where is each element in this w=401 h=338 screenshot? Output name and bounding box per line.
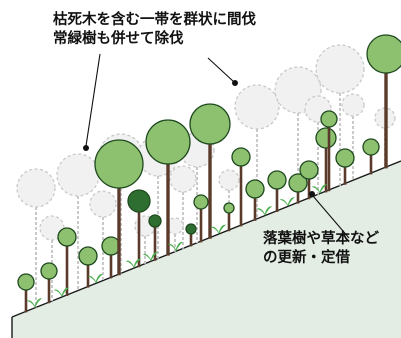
- removed-tree-canopy: [234, 84, 280, 130]
- kept-tree-canopy: [189, 103, 231, 145]
- sprout-icon: [256, 206, 273, 216]
- kept-tree-canopy: [315, 127, 337, 149]
- sprout-icon: [142, 251, 159, 262]
- leader-dot: [309, 191, 315, 197]
- sprout-icon: [26, 298, 43, 308]
- sprout-icon: [311, 184, 328, 194]
- kept-tree-canopy: [362, 138, 380, 156]
- hillside: [12, 161, 401, 338]
- sprout-icon: [125, 258, 142, 269]
- sprout-icon: [279, 197, 296, 207]
- kept-tree-canopy: [320, 110, 338, 128]
- kept-tree-canopy: [299, 160, 319, 180]
- thinning-annotation: 枯死木を含む一帯を群状に間伐 常緑樹も併せて除伐: [53, 11, 256, 49]
- kept-tree-canopy: [231, 147, 251, 167]
- leader-dot: [83, 145, 89, 151]
- kept-tree-canopy: [148, 214, 162, 228]
- regeneration-annotation-line-2: の更新・定借: [263, 250, 350, 266]
- kept-tree-canopy: [40, 262, 58, 280]
- kept-tree-canopy: [185, 223, 197, 235]
- leader-dot: [232, 80, 238, 86]
- removed-tree-canopy: [315, 44, 365, 94]
- removed-tree-canopy: [16, 168, 56, 208]
- kept-tree-canopy: [366, 34, 401, 74]
- regeneration-leader: [312, 195, 350, 239]
- kept-tree-canopy: [57, 227, 77, 247]
- slope-line: [11, 160, 401, 318]
- kept-tree-canopy: [145, 119, 191, 165]
- sprout-icon: [53, 287, 70, 298]
- kept-tree-canopy: [267, 170, 287, 190]
- removed-tree-canopy: [169, 165, 197, 193]
- kept-tree-canopy: [78, 246, 98, 266]
- sprout-icon: [167, 241, 184, 252]
- kept-tree-canopy: [17, 273, 35, 291]
- thinning-annotation-line-1: 枯死木を含む一帯を群状に間伐: [53, 12, 256, 28]
- regeneration-annotation: 落葉樹や草本など の更新・定借: [263, 230, 379, 268]
- kept-tree-canopy: [193, 194, 209, 210]
- thinning-leader-right: [207, 57, 235, 83]
- removed-tree-canopy: [56, 153, 100, 197]
- kept-tree-canopy: [245, 179, 265, 199]
- removed-tree-canopy: [341, 93, 365, 117]
- kept-tree-canopy: [288, 173, 308, 193]
- regeneration-annotation-line-1: 落葉樹や草本など: [263, 231, 379, 247]
- kept-tree-canopy: [335, 148, 355, 168]
- kept-tree-canopy: [127, 189, 151, 213]
- removed-tree-canopy: [89, 190, 117, 218]
- kept-tree-canopy: [94, 139, 144, 189]
- sprout-icon: [210, 224, 227, 235]
- thinning-annotation-line-2: 常緑樹も併せて除伐: [53, 31, 184, 47]
- thinning-leader-left: [85, 53, 101, 147]
- sprout-icon: [87, 273, 104, 284]
- kept-tree-canopy: [223, 202, 235, 214]
- removed-tree-canopy: [218, 169, 240, 191]
